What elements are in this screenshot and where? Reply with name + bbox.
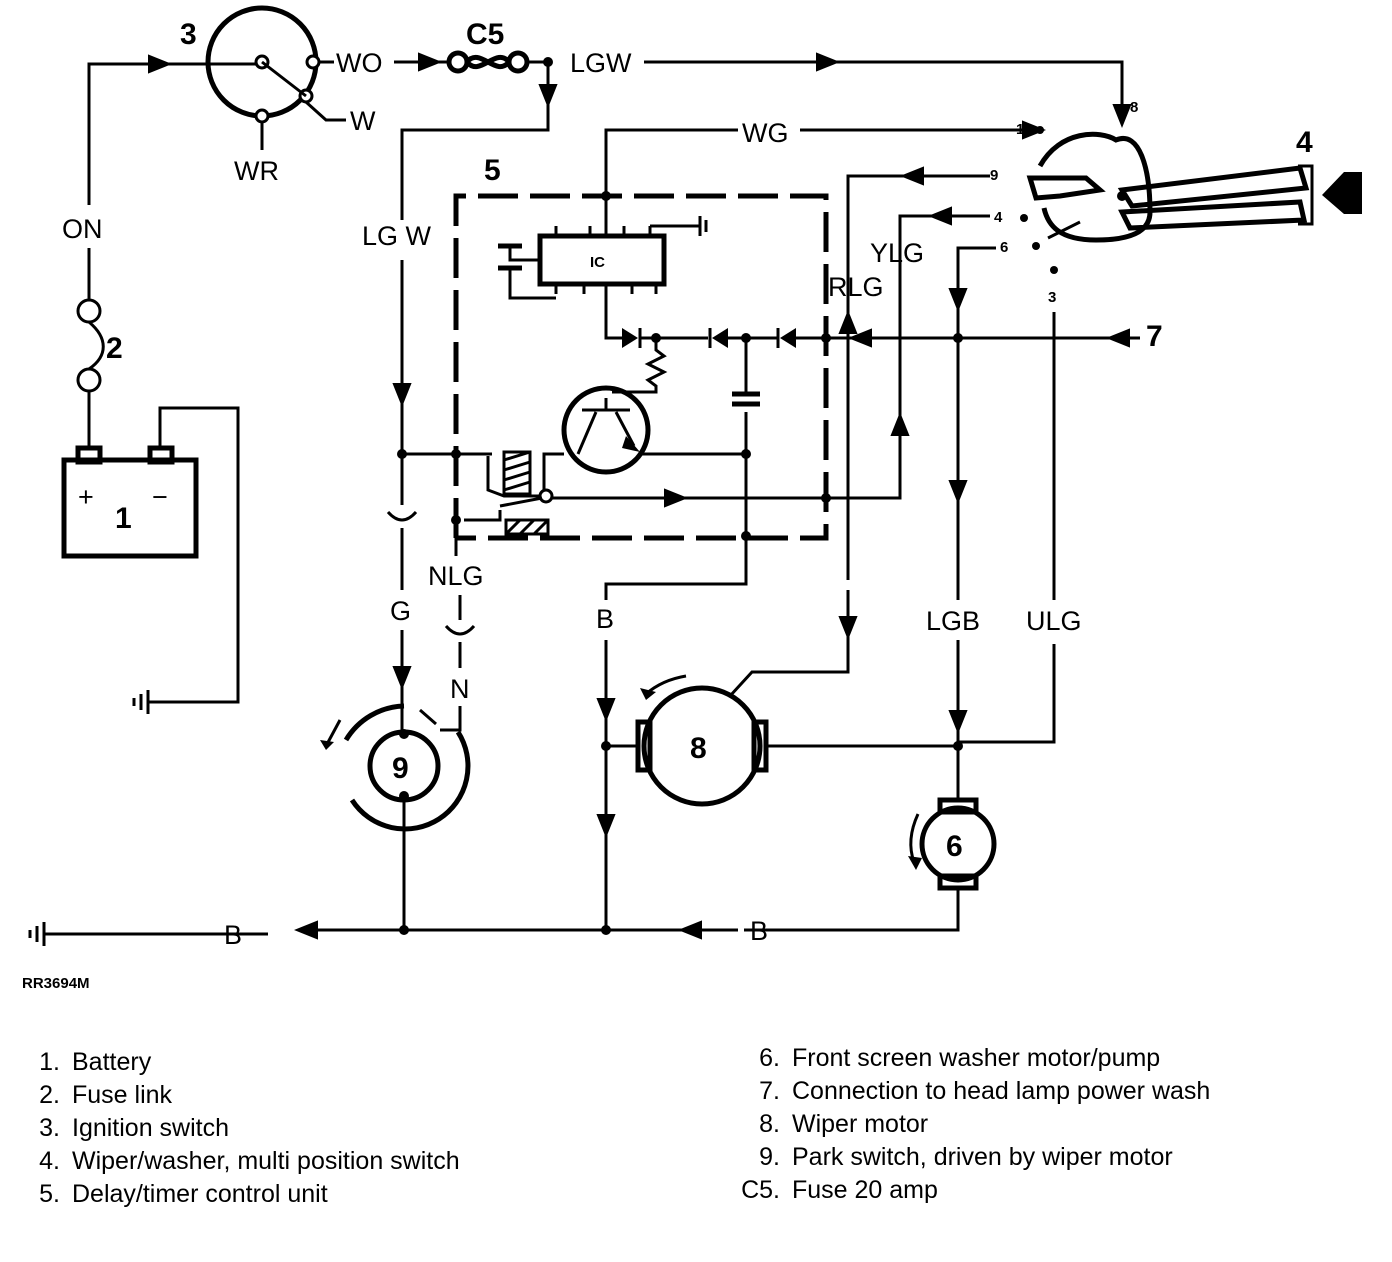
legend-num: 7.	[759, 1077, 780, 1105]
legend-num: 1.	[39, 1048, 60, 1076]
legend-text: Battery	[72, 1048, 152, 1076]
legend-num: 9.	[759, 1143, 780, 1171]
wire-label-ylg: YLG	[870, 238, 924, 268]
legend-num: 6.	[759, 1044, 780, 1072]
legend-right: 6. Front screen washer motor/pump 7. Conne…	[720, 1042, 1210, 1207]
park-switch: 9	[320, 703, 471, 930]
wiper-motor: 8	[606, 626, 958, 807]
legend-item: 9. Park switch, driven by wiper motor	[720, 1141, 1210, 1174]
park-switch-number: 9	[392, 752, 409, 785]
legend-item: 1. Battery	[0, 1046, 460, 1079]
switch-pin-1: 1	[1016, 121, 1024, 138]
wire-label-wr: WR	[234, 156, 279, 186]
legend-text: Fuse 20 amp	[792, 1176, 938, 1204]
battery-number: 1	[115, 502, 132, 535]
switch-pin-4: 4	[994, 209, 1003, 226]
wire-label-w: W	[350, 106, 376, 136]
legend-num: 8.	[759, 1110, 780, 1138]
wire-label-on: ON	[62, 214, 103, 244]
wire-label-wo: WO	[336, 48, 383, 78]
wire-label-b-bottom-left: B	[224, 920, 242, 950]
wire-label-b-mid: B	[596, 604, 614, 634]
switch-pin-6: 6	[1000, 239, 1008, 256]
wire-label-n: N	[450, 674, 470, 704]
legend-item: 8. Wiper motor	[720, 1108, 1210, 1141]
wire-label-wg: WG	[742, 118, 789, 148]
legend-item: 6. Front screen washer motor/pump	[720, 1042, 1210, 1075]
legend-item: 3. Ignition switch	[0, 1112, 460, 1145]
wire-label-lgb: LGB	[926, 606, 980, 636]
wire-label-lgw-side: LG W	[362, 221, 432, 251]
multi-position-switch: 4	[1026, 126, 1362, 243]
figure-reference: RR3694M	[22, 975, 90, 992]
wire-label-nlg: NLG	[428, 561, 484, 591]
wire-label-lgw-top: LGW	[570, 48, 632, 78]
legend-text: Wiper/washer, multi position switch	[72, 1147, 460, 1175]
battery-circuit: + − 1 2 ON	[61, 54, 258, 714]
legend-text: Fuse link	[72, 1081, 173, 1109]
washer-motor-number: 6	[946, 830, 963, 863]
fuse-c5-label: C5	[466, 18, 504, 51]
ignition-switch: 3 WR W WO	[180, 5, 442, 186]
legend-text: Ignition switch	[72, 1114, 230, 1142]
legend-num: C5.	[741, 1176, 780, 1204]
legend-item: 5. Delay/timer control unit	[0, 1178, 460, 1211]
legend-num: 5.	[39, 1180, 60, 1208]
switch-pin-9: 9	[990, 167, 998, 184]
legend-text: Connection to head lamp power wash	[792, 1077, 1211, 1105]
legend-item: 7. Connection to head lamp power wash	[720, 1075, 1210, 1108]
legend-text: Wiper motor	[792, 1110, 929, 1138]
wire-label-rlg: RLG	[828, 272, 884, 302]
legend-num: 3.	[39, 1114, 60, 1142]
legend-item: 4. Wiper/washer, multi position switch	[0, 1145, 460, 1178]
legend-item: C5. Fuse 20 amp	[720, 1174, 1210, 1207]
fuse-c5: C5 LGW	[430, 18, 632, 78]
battery-plus-label: +	[78, 482, 94, 512]
legend-left: 1.Battery 2.Fuse link 3.Ignition switch …	[0, 1046, 460, 1211]
legend-text: Delay/timer control unit	[72, 1180, 328, 1208]
battery-minus-label: −	[152, 482, 168, 512]
legend-text: Park switch, driven by wiper motor	[792, 1143, 1173, 1171]
switch-pin-3: 3	[1048, 289, 1056, 306]
ic-label: IC	[590, 254, 605, 271]
legend-item: 2. Fuse link	[0, 1079, 460, 1112]
washer-motor: 6	[804, 797, 997, 932]
switch-pin-8: 8	[1130, 99, 1138, 116]
legend-num: 4.	[39, 1147, 60, 1175]
headlamp-connection-number: 7	[1146, 320, 1163, 353]
ignition-switch-number: 3	[180, 18, 197, 51]
wire-label-ulg: ULG	[1026, 606, 1082, 636]
wire-label-b-bottom-right: B	[750, 916, 768, 946]
legend-num: 2.	[39, 1081, 60, 1109]
delay-timer-unit: 5 IC	[402, 154, 910, 541]
legend-text: Front screen washer motor/pump	[792, 1044, 1161, 1072]
battery	[61, 457, 199, 559]
wire-label-g: G	[390, 596, 411, 626]
multi-switch-number: 4	[1296, 126, 1313, 159]
delay-unit-number: 5	[484, 154, 501, 187]
wiring-diagram: + − 1 2 ON 3 WR W WO C5	[22, 5, 1362, 992]
wiper-motor-number: 8	[690, 732, 707, 765]
fuse-link-number: 2	[106, 332, 123, 365]
